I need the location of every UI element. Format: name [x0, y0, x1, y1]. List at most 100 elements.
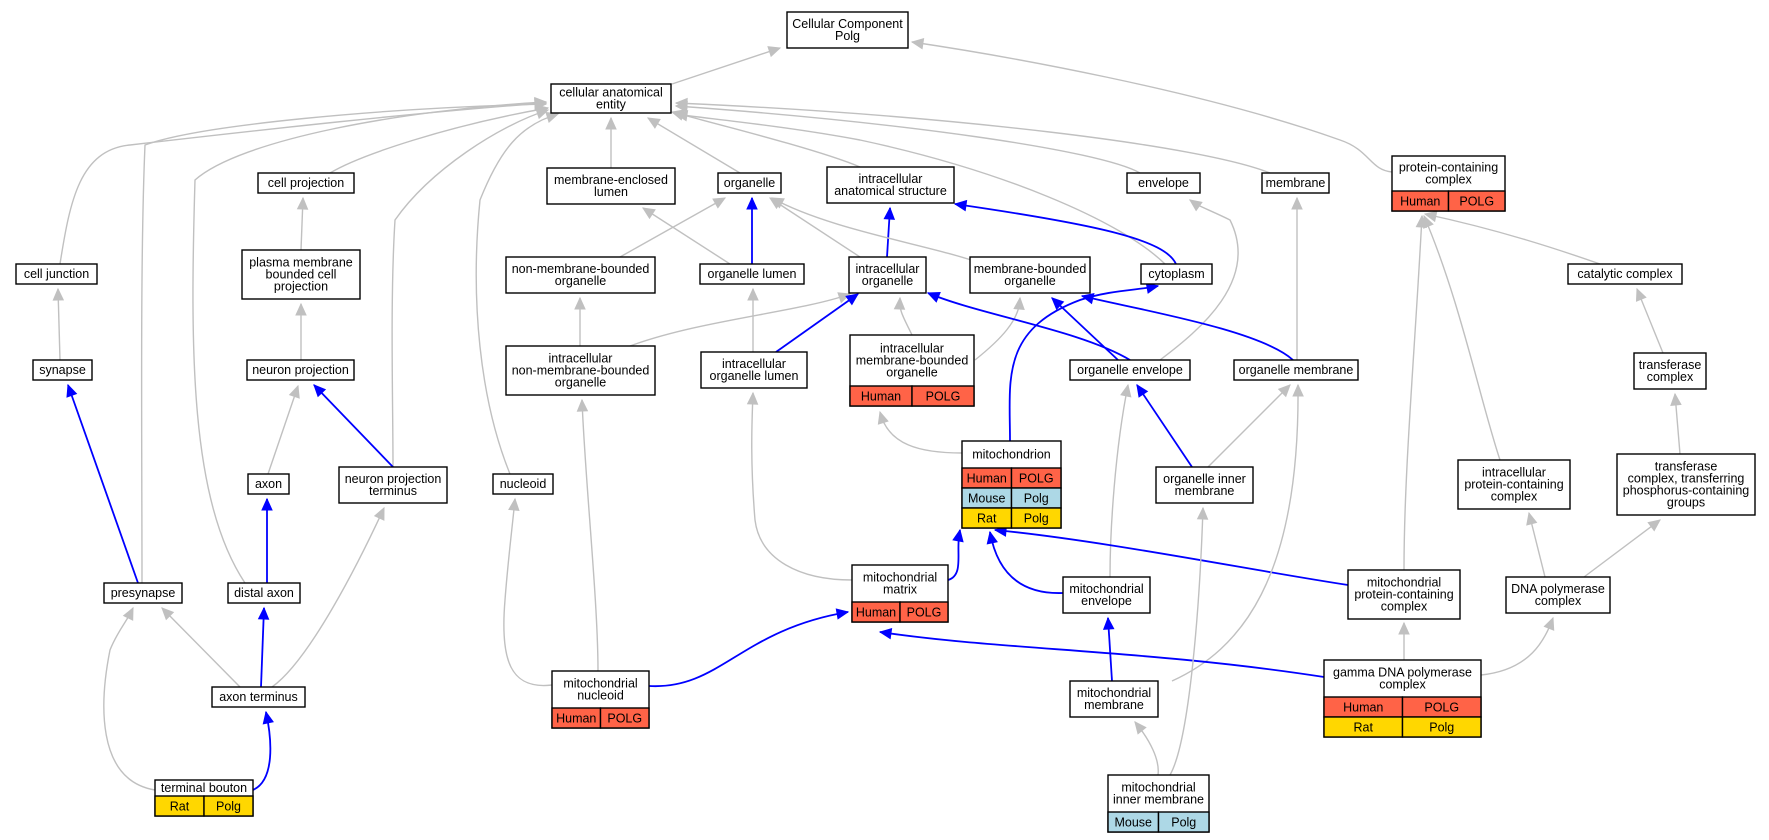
node-orgmem[interactable]: organelle membrane: [1233, 359, 1359, 381]
edge-arrowhead: [545, 111, 560, 123]
annotation-cell: [1401, 716, 1482, 738]
node-label-line: organelle: [555, 376, 606, 390]
node-axon[interactable]: axon: [247, 473, 290, 495]
species-label: Human: [1400, 195, 1440, 209]
node-box: [826, 166, 955, 204]
node-presynapse[interactable]: presynapse: [103, 582, 183, 604]
node-label-line: terminus: [369, 484, 417, 498]
node-label-line: membrane-bounded: [856, 354, 969, 368]
node-box: [969, 256, 1091, 294]
edge-axonterm-to-npt: [271, 506, 385, 688]
edge-orglumen-to-organelle: [746, 196, 758, 264]
node-celljunction[interactable]: cell junction: [15, 263, 98, 285]
node-label-line: membrane: [1266, 176, 1326, 190]
node-catcomplex[interactable]: catalytic complex: [1567, 263, 1683, 285]
edge-arrowhead: [641, 207, 656, 220]
node-label-line: cell junction: [24, 267, 89, 281]
node-label-line: membrane: [1084, 698, 1144, 712]
node-orglumen[interactable]: organelle lumen: [699, 263, 805, 285]
node-box: [1069, 680, 1159, 718]
node-label: neuron projection: [252, 363, 349, 377]
edge-arrowhead: [1189, 199, 1203, 212]
edge-arrowhead: [1670, 392, 1682, 406]
node-label-line: cellular anatomical: [559, 86, 663, 100]
node-box: [227, 582, 301, 604]
edge-arrowhead: [646, 117, 661, 129]
node-neuronproj[interactable]: neuron projection: [246, 359, 355, 381]
node-nucleoid[interactable]: nucleoid: [492, 473, 554, 495]
node-cellproj[interactable]: cell projection: [257, 172, 355, 194]
node-box: [505, 256, 656, 294]
edge-arrowhead: [883, 206, 896, 220]
node-label-line: nucleoid: [500, 477, 547, 491]
node-box: [1261, 172, 1330, 194]
species-label: Mouse: [1114, 816, 1152, 830]
node-label: envelope: [1138, 176, 1189, 190]
edge-distalaxon-to-axon: [261, 497, 273, 583]
node-box: [1347, 569, 1461, 620]
node-label: organelle: [724, 176, 775, 190]
edge-pcc-to-root: [910, 38, 1393, 173]
edge-arrowhead: [1013, 296, 1025, 310]
node-label-line: neuron projection: [252, 363, 349, 377]
edge-imbo-to-mbo: [974, 296, 1025, 361]
node-label: membrane: [1266, 176, 1326, 190]
node-box: [246, 359, 355, 381]
node-envelope[interactable]: envelope: [1126, 172, 1201, 194]
node-distalaxon[interactable]: distal axon: [227, 582, 301, 604]
node-label-line: nucleoid: [577, 689, 624, 703]
edge-organelle-to-cae: [646, 117, 741, 174]
species-label: Human: [856, 606, 896, 620]
edge-mitomem-to-orgmem: [1171, 383, 1304, 682]
node-organelle[interactable]: organelle: [717, 172, 782, 194]
node-label-line: mitochondrial: [1077, 686, 1151, 700]
edge-mitonucleoid-to-inmbo: [576, 398, 599, 672]
edge-arrowhead: [674, 110, 689, 122]
node-cytoplasm[interactable]: cytoplasm: [1140, 263, 1213, 285]
annotation-cell: [1447, 190, 1506, 212]
node-label-line: non-membrane-bounded: [512, 364, 650, 378]
node-axonterm[interactable]: axon terminus: [211, 686, 306, 708]
edge-arrowhead: [295, 302, 307, 316]
edge-arrowhead: [1051, 297, 1065, 311]
node-membrane[interactable]: membrane: [1261, 172, 1330, 194]
node-orgenv[interactable]: organelle envelope: [1069, 359, 1191, 381]
node-label: catalytic complex: [1577, 267, 1673, 281]
node-label-line: non-membrane-bounded: [512, 262, 650, 276]
node-synapse[interactable]: synapse: [32, 359, 93, 381]
edge-arrowhead: [878, 628, 893, 640]
edge-neuronproj-to-pmbcp: [295, 302, 307, 360]
edge-termbouton-to-presynapse: [103, 606, 156, 791]
